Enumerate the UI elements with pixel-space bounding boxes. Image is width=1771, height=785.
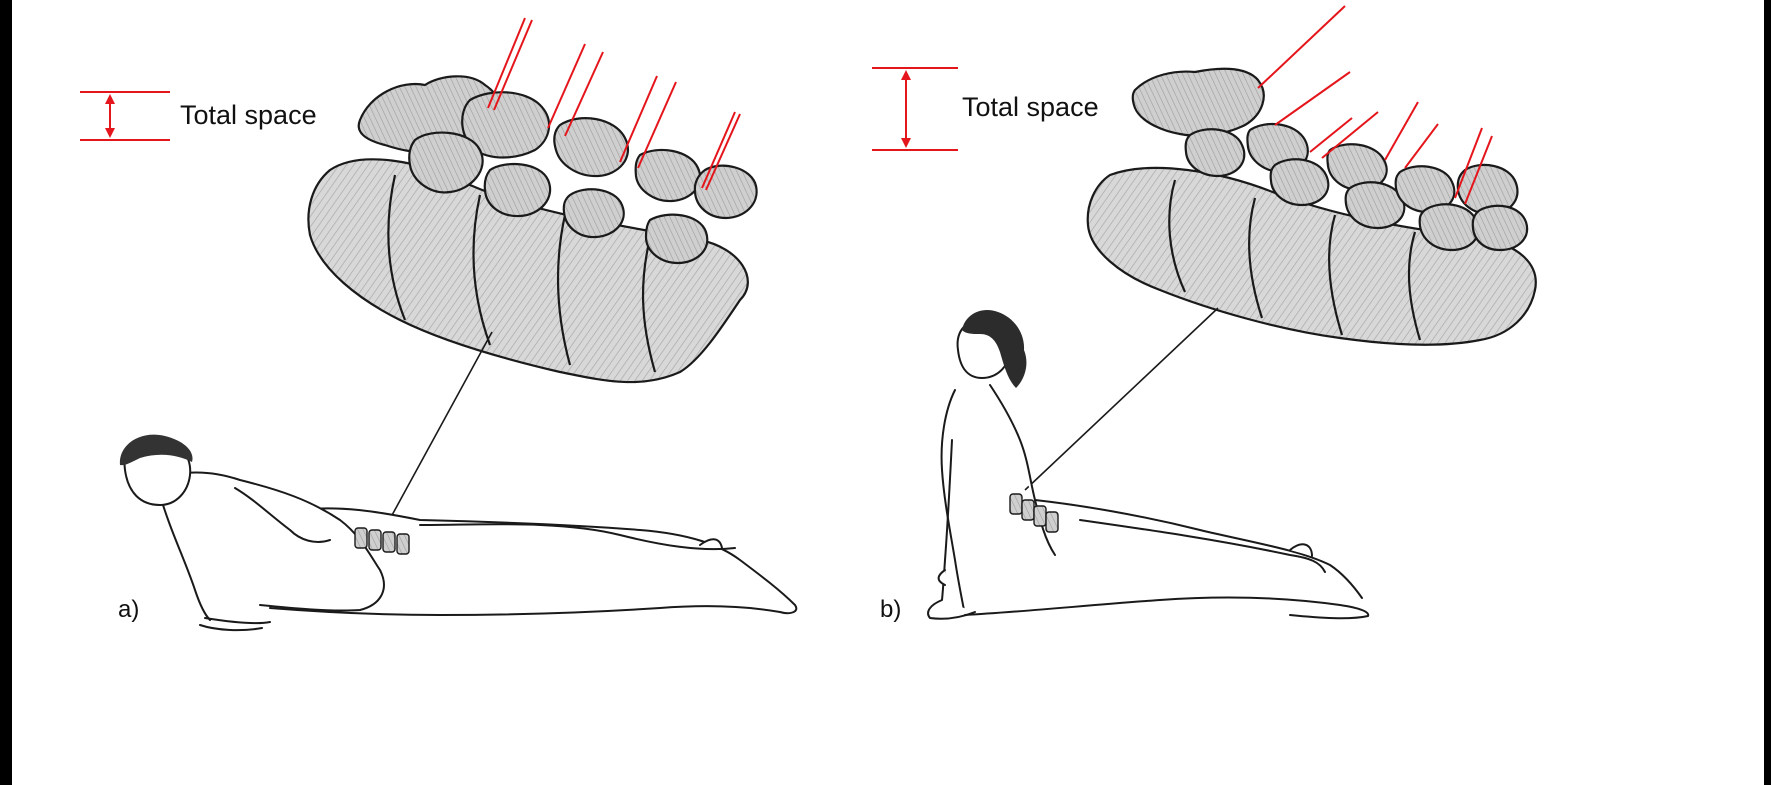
panel-label-a: a) [118, 596, 139, 624]
total-space-label-b: Total space [962, 92, 1099, 123]
total-space-label-a: Total space [180, 100, 317, 131]
panel-label-b: b) [880, 596, 901, 624]
